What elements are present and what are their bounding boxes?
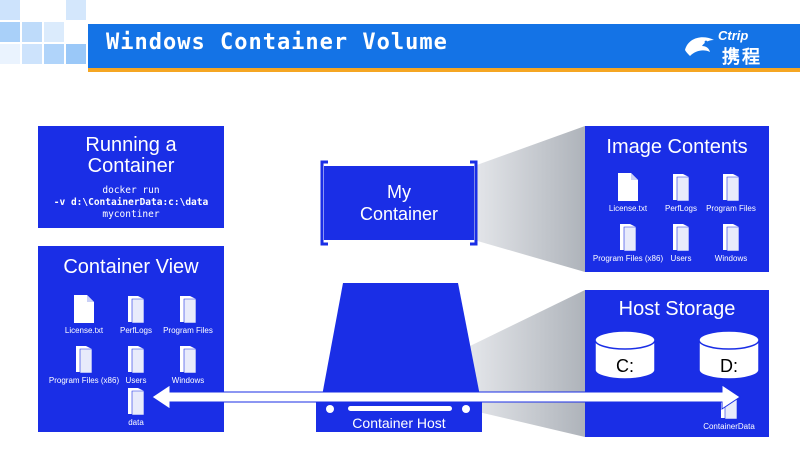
container-host-shape [322, 283, 480, 396]
command-line-2: -v d:\ContainerData:c:\data [53, 197, 209, 208]
folder-icon [128, 388, 145, 416]
folder-label: Program Files [163, 326, 213, 335]
folder-icon [620, 224, 637, 252]
folder-label: Program Files [706, 204, 756, 213]
folder-item[interactable]: PerfLogs [96, 294, 176, 335]
folder-icon [180, 296, 197, 324]
dolphin-logo-icon [685, 37, 714, 56]
page-title: Windows Container Volume [106, 30, 448, 55]
header-band [88, 24, 800, 68]
my-container-line2: Container [359, 204, 439, 224]
container-view-panel: Container View License.txt PerfLogs Prog… [38, 246, 224, 432]
container-view-title: Container View [63, 256, 199, 278]
folder-item[interactable]: PerfLogs [641, 172, 721, 213]
folder-icon [673, 174, 690, 202]
folder-icon [128, 346, 145, 374]
folder-label: Users [670, 254, 692, 263]
my-container-box: My Container [324, 166, 474, 240]
drive-d-label: D: [720, 356, 738, 376]
folder-label: Program Files (x86) [592, 254, 664, 263]
drive-c-icon [594, 330, 656, 380]
document-icon [618, 173, 638, 201]
host-slot [348, 406, 452, 411]
logo-brand-cn: 携程 [722, 47, 762, 67]
command-line-3: mycontiner [102, 209, 160, 220]
my-container-line1: My [387, 182, 411, 202]
host-storage-panel: Host Storage C: D: ContainerData [585, 290, 769, 437]
header-accent-line [88, 68, 800, 72]
folder-label: Windows [171, 376, 205, 385]
folder-label: PerfLogs [664, 204, 698, 213]
folder-item[interactable]: Users [96, 344, 176, 385]
image-projection [474, 126, 585, 272]
folder-label: PerfLogs [119, 326, 153, 335]
folder-label: Program Files (x86) [48, 376, 120, 385]
folder-item[interactable]: ContainerData [689, 390, 769, 431]
my-container-brackets [320, 160, 478, 246]
folder-item[interactable]: Windows [148, 344, 228, 385]
header-bar: Windows Container Volume Ctrip 携程 [0, 0, 800, 74]
file-item[interactable]: License.txt [588, 172, 668, 213]
folder-icon [721, 392, 738, 420]
header-decoration [0, 0, 100, 74]
container-host-label: Container Host [352, 415, 446, 431]
file-label: License.txt [64, 326, 104, 335]
folder-label: Windows [714, 254, 748, 263]
folder-item[interactable]: Program Files [148, 294, 228, 335]
storage-projection [470, 290, 585, 437]
folder-item[interactable]: Windows [691, 222, 771, 263]
host-storage-title: Host Storage [618, 298, 736, 320]
folder-icon [128, 296, 145, 324]
folder-item[interactable]: data [96, 386, 176, 427]
folder-icon [723, 224, 740, 252]
folder-icon [723, 174, 740, 202]
folder-label: data [128, 418, 144, 427]
folder-item[interactable]: Program Files [691, 172, 771, 213]
folder-icon [180, 346, 197, 374]
document-icon [74, 295, 94, 323]
command-line-1: docker run [102, 185, 160, 196]
running-container-panel: Running a Container docker run -v d:\Con… [38, 126, 224, 228]
folder-item[interactable]: Users [641, 222, 721, 263]
folder-label: Users [125, 376, 147, 385]
logo-brand-en: Ctrip [718, 28, 749, 43]
folder-icon [673, 224, 690, 252]
drive-c-label: C: [616, 356, 634, 376]
running-title-line1: Running a [85, 134, 177, 156]
image-contents-panel: Image Contents License.txt PerfLogs Prog… [585, 126, 769, 272]
folder-icon [76, 346, 93, 374]
file-label: License.txt [608, 204, 648, 213]
host-led-right [462, 405, 470, 413]
image-contents-title: Image Contents [606, 136, 748, 158]
file-item[interactable]: License.txt [44, 294, 124, 335]
running-title-line2: Container [87, 155, 175, 177]
folder-item[interactable]: Program Files (x86) [44, 344, 124, 385]
folder-label: ContainerData [703, 422, 755, 431]
host-led-left [326, 405, 334, 413]
drive-d-icon [698, 330, 760, 380]
folder-item[interactable]: Program Files (x86) [588, 222, 668, 263]
